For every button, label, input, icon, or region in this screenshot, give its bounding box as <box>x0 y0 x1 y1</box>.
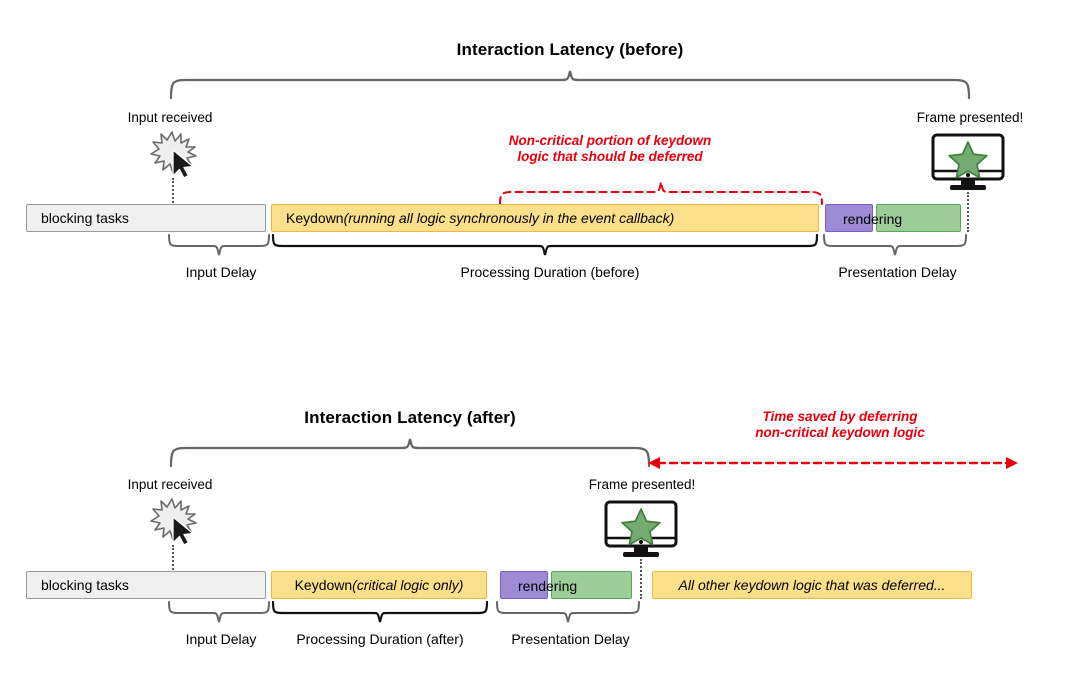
before-bar-pre-render[interactable] <box>825 204 873 232</box>
monitor-star-icon <box>604 500 678 557</box>
before-phase-input-delay: Input Delay <box>185 264 257 280</box>
before-phase-processing: Processing Duration (before) <box>460 264 640 280</box>
before-bar-blocking-tasks[interactable]: blocking tasks <box>26 204 266 232</box>
after-bar-keydown[interactable]: Keydown (critical logic only) <box>271 571 487 599</box>
before-frame-connector <box>967 192 969 232</box>
after-phase-presentation: Presentation Delay <box>511 631 630 647</box>
after-frame-presented-label: Frame presented! <box>588 477 696 492</box>
before-annotation: Non-critical portion of keydown logic th… <box>390 133 830 165</box>
after-input-connector <box>172 545 174 577</box>
after-bar-keydown-detail: (critical logic only) <box>352 577 464 593</box>
after-presentation-brace <box>496 601 640 623</box>
after-time-saved-arrow <box>648 457 1018 469</box>
monitor-star-icon <box>931 133 1005 190</box>
after-annotation-line2: non-critical keydown logic <box>755 425 925 440</box>
before-bar-keydown-lead: Keydown <box>286 210 344 226</box>
before-annotation-brace <box>499 181 823 205</box>
after-bar-paint[interactable] <box>551 571 632 599</box>
after-phase-processing: Processing Duration (after) <box>296 631 464 647</box>
input-burst-cursor-icon <box>150 498 197 546</box>
after-phase-input-delay: Input Delay <box>185 631 257 647</box>
before-phase-presentation: Presentation Delay <box>838 264 957 280</box>
after-diagram-title: Interaction Latency (after) <box>304 408 516 427</box>
before-presentation-brace <box>823 234 967 256</box>
after-annotation: Time saved by deferring non-critical key… <box>660 409 1020 441</box>
input-burst-cursor-icon <box>150 131 197 179</box>
after-bar-keydown-lead: Keydown <box>294 577 353 593</box>
after-frame-connector <box>640 559 642 599</box>
after-bar-pre-render[interactable] <box>500 571 548 599</box>
before-input-received-label: Input received <box>127 110 213 125</box>
before-input-connector <box>172 178 174 210</box>
after-bar-deferred[interactable]: All other keydown logic that was deferre… <box>652 571 972 599</box>
after-bar-blocking-tasks[interactable]: blocking tasks <box>26 571 266 599</box>
before-bar-keydown-detail: (running all logic synchronously in the … <box>343 210 675 226</box>
after-processing-brace <box>271 600 489 623</box>
before-bar-keydown[interactable]: Keydown (running all logic synchronously… <box>271 204 819 232</box>
after-annotation-line1: Time saved by deferring <box>762 409 918 424</box>
after-input-received-label: Input received <box>127 477 213 492</box>
before-input-delay-brace <box>168 234 270 256</box>
after-input-delay-brace <box>168 601 270 623</box>
before-bar-blocking-label: blocking tasks <box>41 210 129 226</box>
before-bar-paint[interactable] <box>876 204 961 232</box>
before-frame-presented-label: Frame presented! <box>916 110 1024 125</box>
after-bar-blocking-label: blocking tasks <box>41 577 129 593</box>
before-annotation-line1: Non-critical portion of keydown <box>508 133 712 148</box>
before-processing-brace <box>271 233 819 256</box>
before-latency-brace <box>169 70 971 100</box>
before-annotation-line2: logic that should be deferred <box>517 149 703 164</box>
before-diagram-title: Interaction Latency (before) <box>456 40 684 59</box>
after-latency-brace <box>169 438 651 468</box>
after-bar-deferred-label: All other keydown logic that was deferre… <box>678 577 946 593</box>
